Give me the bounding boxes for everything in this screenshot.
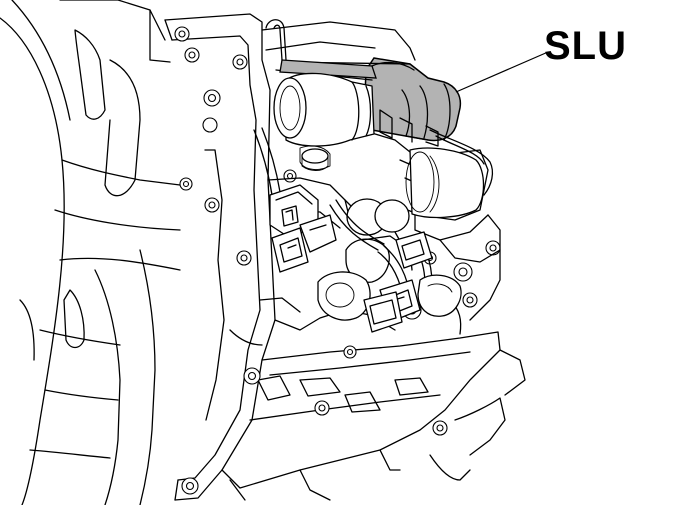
connectors	[269, 184, 462, 333]
callout-leader-line	[455, 51, 549, 93]
transmission-case	[0, 0, 181, 505]
shift-solenoid-right	[405, 147, 485, 219]
slu-callout-label: SLU	[544, 24, 627, 68]
valve-body-plate	[164, 13, 526, 501]
slu-solenoid	[273, 57, 462, 147]
